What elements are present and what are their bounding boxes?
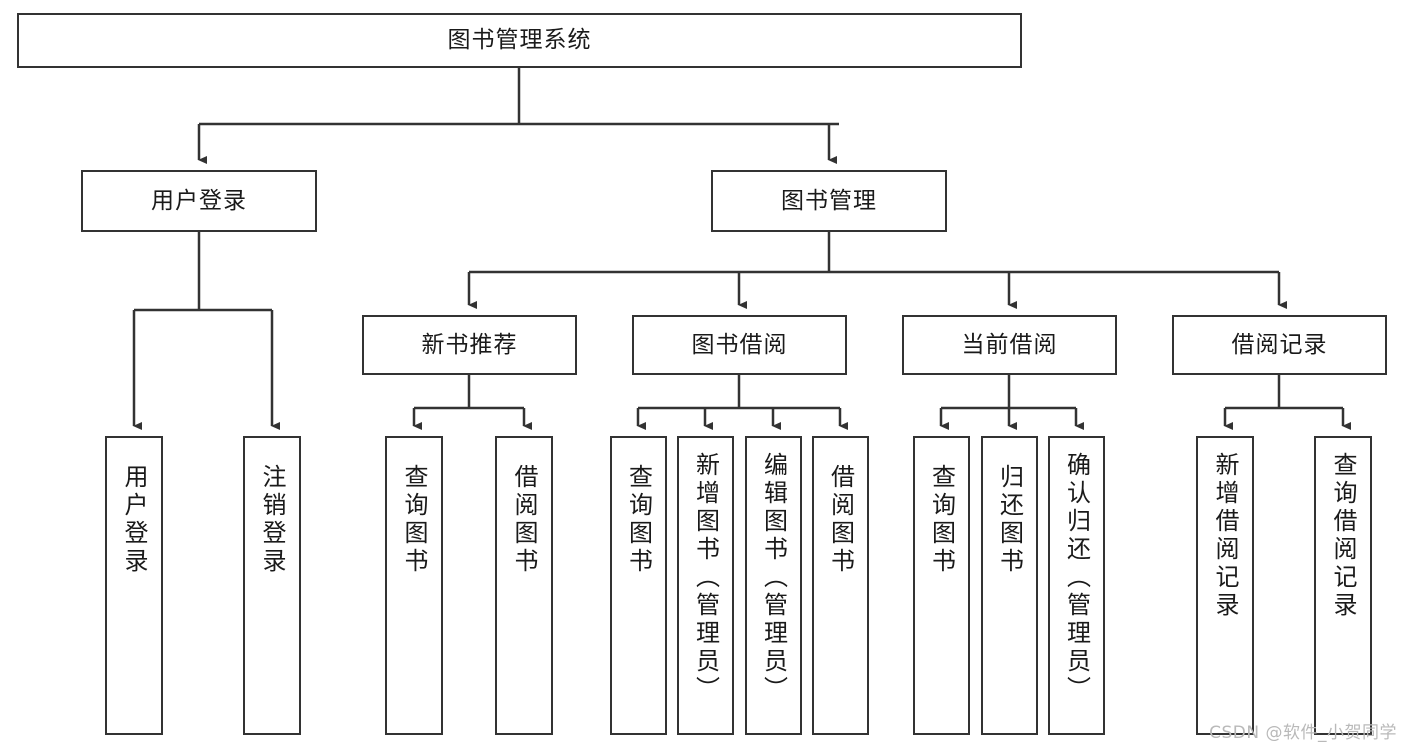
node-leaf-logout-login-label: 注销登录 xyxy=(258,464,286,576)
node-leaf-query-record[interactable]: 查询借阅记录 xyxy=(1314,436,1372,735)
node-leaf-query-book-2-label: 查询图书 xyxy=(624,464,653,576)
node-leaf-confirm-return-label: 确认归还（管理员） xyxy=(1062,452,1091,704)
node-leaf-confirm-return[interactable]: 确认归还（管理员） xyxy=(1048,436,1105,735)
node-book-borrow[interactable]: 图书借阅 xyxy=(632,315,847,375)
node-leaf-return-book-label: 归还图书 xyxy=(995,464,1024,576)
node-leaf-return-book[interactable]: 归还图书 xyxy=(981,436,1038,735)
node-user-login-label: 用户登录 xyxy=(151,187,247,214)
node-new-book-recommend-label: 新书推荐 xyxy=(421,331,518,358)
node-borrow-record-label: 借阅记录 xyxy=(1231,331,1328,358)
node-book-manage-label: 图书管理 xyxy=(781,187,877,214)
node-leaf-add-record[interactable]: 新增借阅记录 xyxy=(1196,436,1254,735)
csdn-watermark: CSDN @软件_小贺同学 xyxy=(1209,723,1397,743)
node-leaf-borrow-book-2-label: 借阅图书 xyxy=(826,464,855,576)
node-leaf-user-login[interactable]: 用户登录 xyxy=(105,436,163,735)
node-leaf-query-book-2[interactable]: 查询图书 xyxy=(610,436,667,735)
node-leaf-borrow-book-1[interactable]: 借阅图书 xyxy=(495,436,553,735)
node-book-borrow-label: 图书借阅 xyxy=(691,331,788,358)
node-new-book-recommend[interactable]: 新书推荐 xyxy=(362,315,577,375)
node-leaf-query-book-3-label: 查询图书 xyxy=(927,464,956,576)
node-leaf-add-book-label: 新增图书（管理员） xyxy=(691,452,720,704)
node-leaf-query-book-3[interactable]: 查询图书 xyxy=(913,436,970,735)
node-leaf-logout-login[interactable]: 注销登录 xyxy=(243,436,301,735)
node-leaf-query-book-1[interactable]: 查询图书 xyxy=(385,436,443,735)
node-leaf-add-book[interactable]: 新增图书（管理员） xyxy=(677,436,734,735)
node-root-label: 图书管理系统 xyxy=(447,27,592,54)
node-current-borrow-label: 当前借阅 xyxy=(961,331,1058,358)
node-leaf-add-record-label: 新增借阅记录 xyxy=(1211,452,1239,620)
node-leaf-edit-book-label: 编辑图书（管理员） xyxy=(759,452,788,704)
node-current-borrow[interactable]: 当前借阅 xyxy=(902,315,1117,375)
node-leaf-edit-book[interactable]: 编辑图书（管理员） xyxy=(745,436,802,735)
node-leaf-borrow-book-1-label: 借阅图书 xyxy=(510,464,538,576)
node-leaf-query-book-1-label: 查询图书 xyxy=(400,464,428,576)
node-user-login[interactable]: 用户登录 xyxy=(81,170,317,232)
node-leaf-borrow-book-2[interactable]: 借阅图书 xyxy=(812,436,869,735)
node-leaf-user-login-label: 用户登录 xyxy=(120,464,148,576)
node-borrow-record[interactable]: 借阅记录 xyxy=(1172,315,1387,375)
node-leaf-query-record-label: 查询借阅记录 xyxy=(1329,452,1357,620)
node-book-manage[interactable]: 图书管理 xyxy=(711,170,947,232)
node-root[interactable]: 图书管理系统 xyxy=(17,13,1022,68)
